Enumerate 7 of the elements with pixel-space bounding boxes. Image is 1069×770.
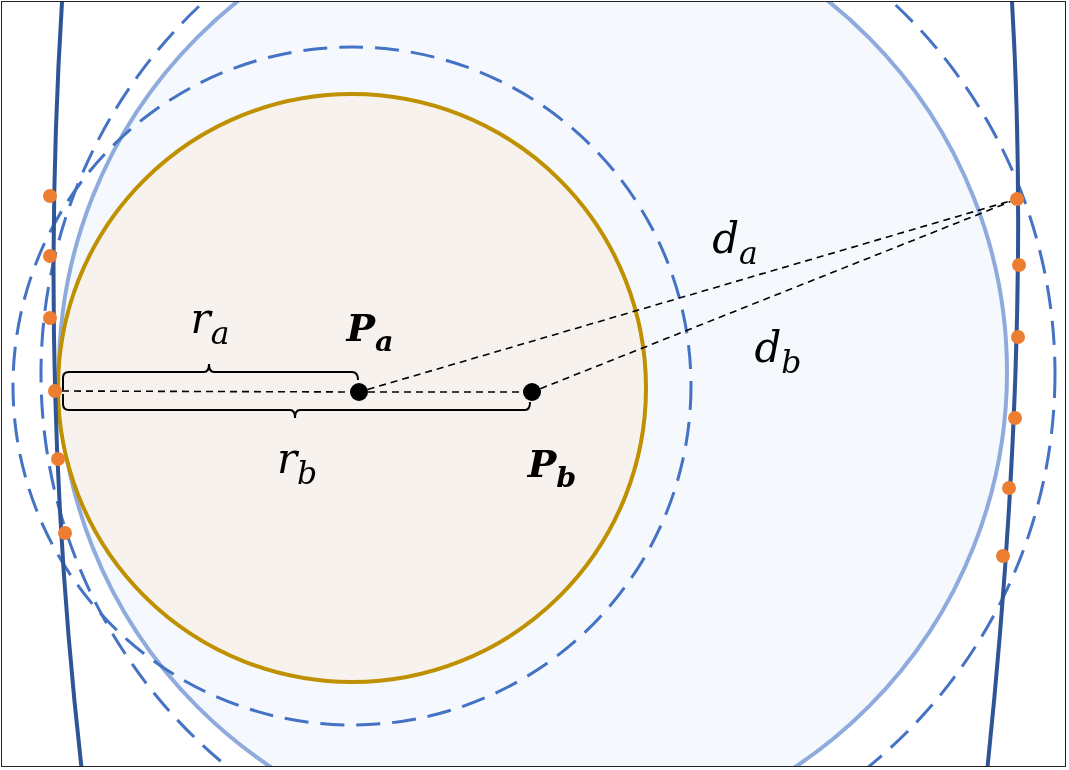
point-label: P$_{b}$ bbox=[526, 444, 578, 492]
radius-label: r$_{b}$ bbox=[275, 438, 319, 490]
data-point bbox=[1010, 192, 1024, 206]
data-point bbox=[48, 384, 62, 398]
radius-label: r$_{a}$ bbox=[189, 298, 231, 350]
point-label: P$_{a}$ bbox=[344, 308, 395, 356]
dashed-line bbox=[539, 200, 1012, 390]
